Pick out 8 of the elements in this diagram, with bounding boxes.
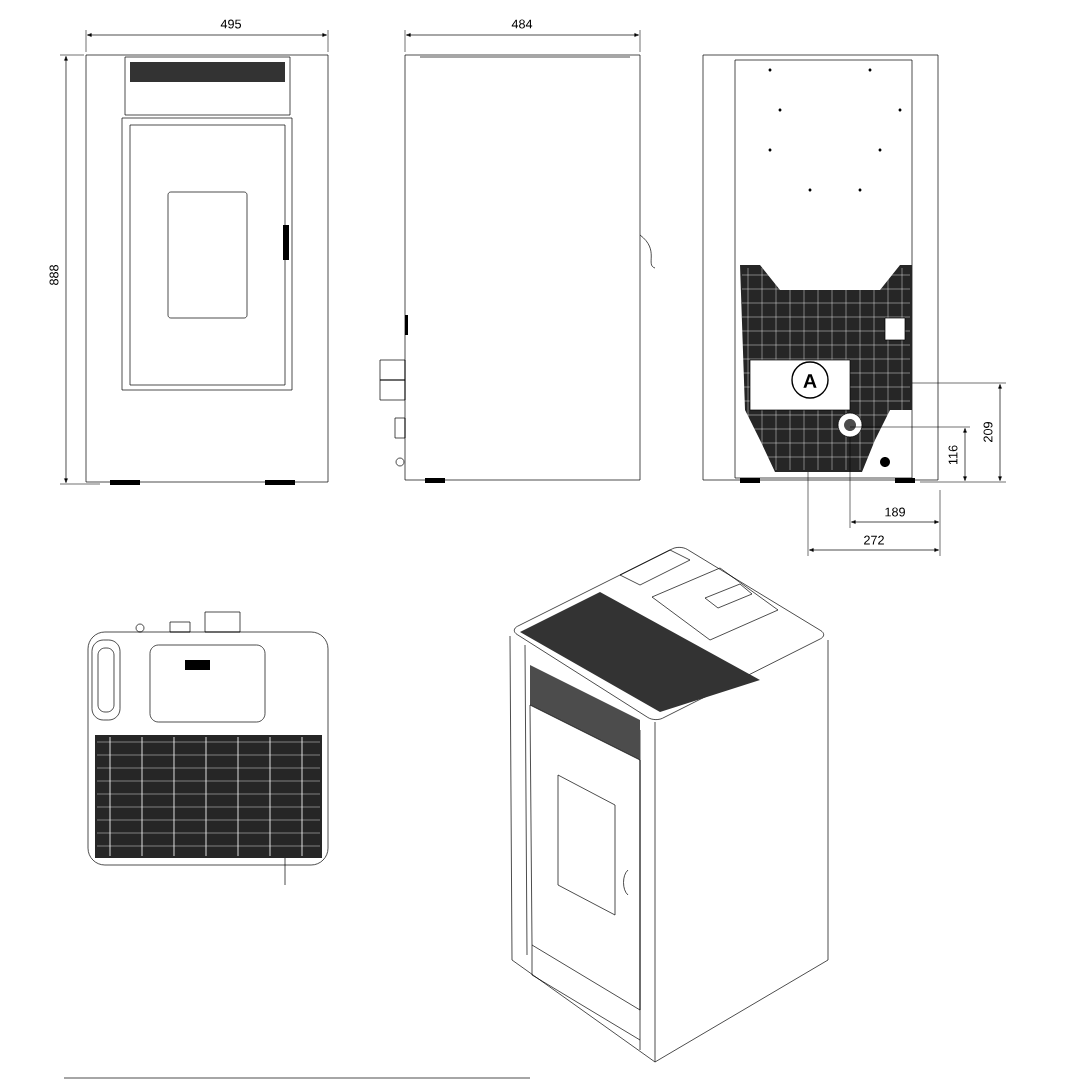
callout-letter: A	[803, 374, 817, 388]
dimension-label: 888	[49, 265, 59, 285]
dimension-label: 272	[864, 535, 884, 545]
dimension-label: 189	[885, 507, 905, 517]
dimension-label: 484	[511, 19, 533, 29]
dimension-label: 495	[220, 19, 241, 29]
dimension-label: 209	[983, 422, 993, 442]
dimension-label: 116	[948, 445, 958, 465]
